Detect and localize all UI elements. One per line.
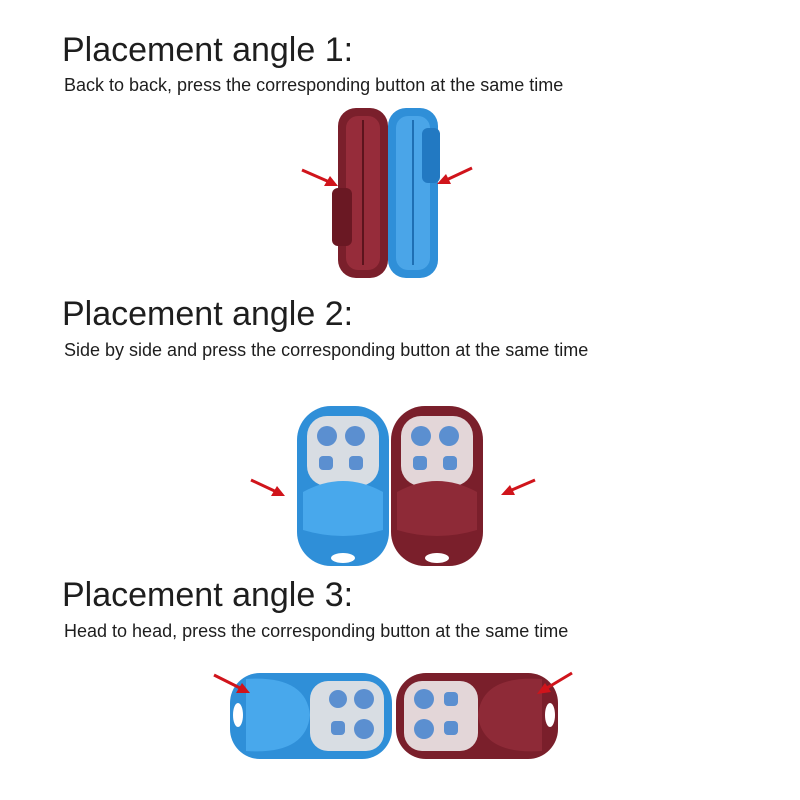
section-2-heading: Placement angle 2: [62, 295, 354, 333]
arrow-left-icon [301, 168, 338, 186]
head-to-head-remotes-illustration [213, 671, 573, 759]
arrow-right-icon [437, 166, 473, 184]
blue-remote-side [388, 108, 440, 278]
blue-remote-front [297, 406, 389, 566]
section-1-heading: Placement angle 1: [62, 31, 354, 69]
blue-remote-horizontal [230, 673, 392, 759]
arrow-right-icon [537, 671, 573, 694]
maroon-remote-side [332, 108, 388, 278]
back-to-back-remotes-illustration [301, 108, 473, 278]
side-by-side-remotes-illustration [250, 406, 536, 566]
section-1-caption: Back to back, press the corresponding bu… [64, 75, 564, 95]
maroon-remote-front [391, 406, 483, 566]
section-3-heading: Placement angle 3: [62, 576, 354, 614]
arrow-right-icon [501, 478, 536, 495]
maroon-remote-horizontal [396, 673, 558, 759]
arrow-left-icon [250, 478, 285, 496]
arrow-left-icon [213, 673, 250, 693]
section-2-caption: Side by side and press the corresponding… [64, 340, 589, 360]
section-3-caption: Head to head, press the corresponding bu… [64, 621, 569, 641]
